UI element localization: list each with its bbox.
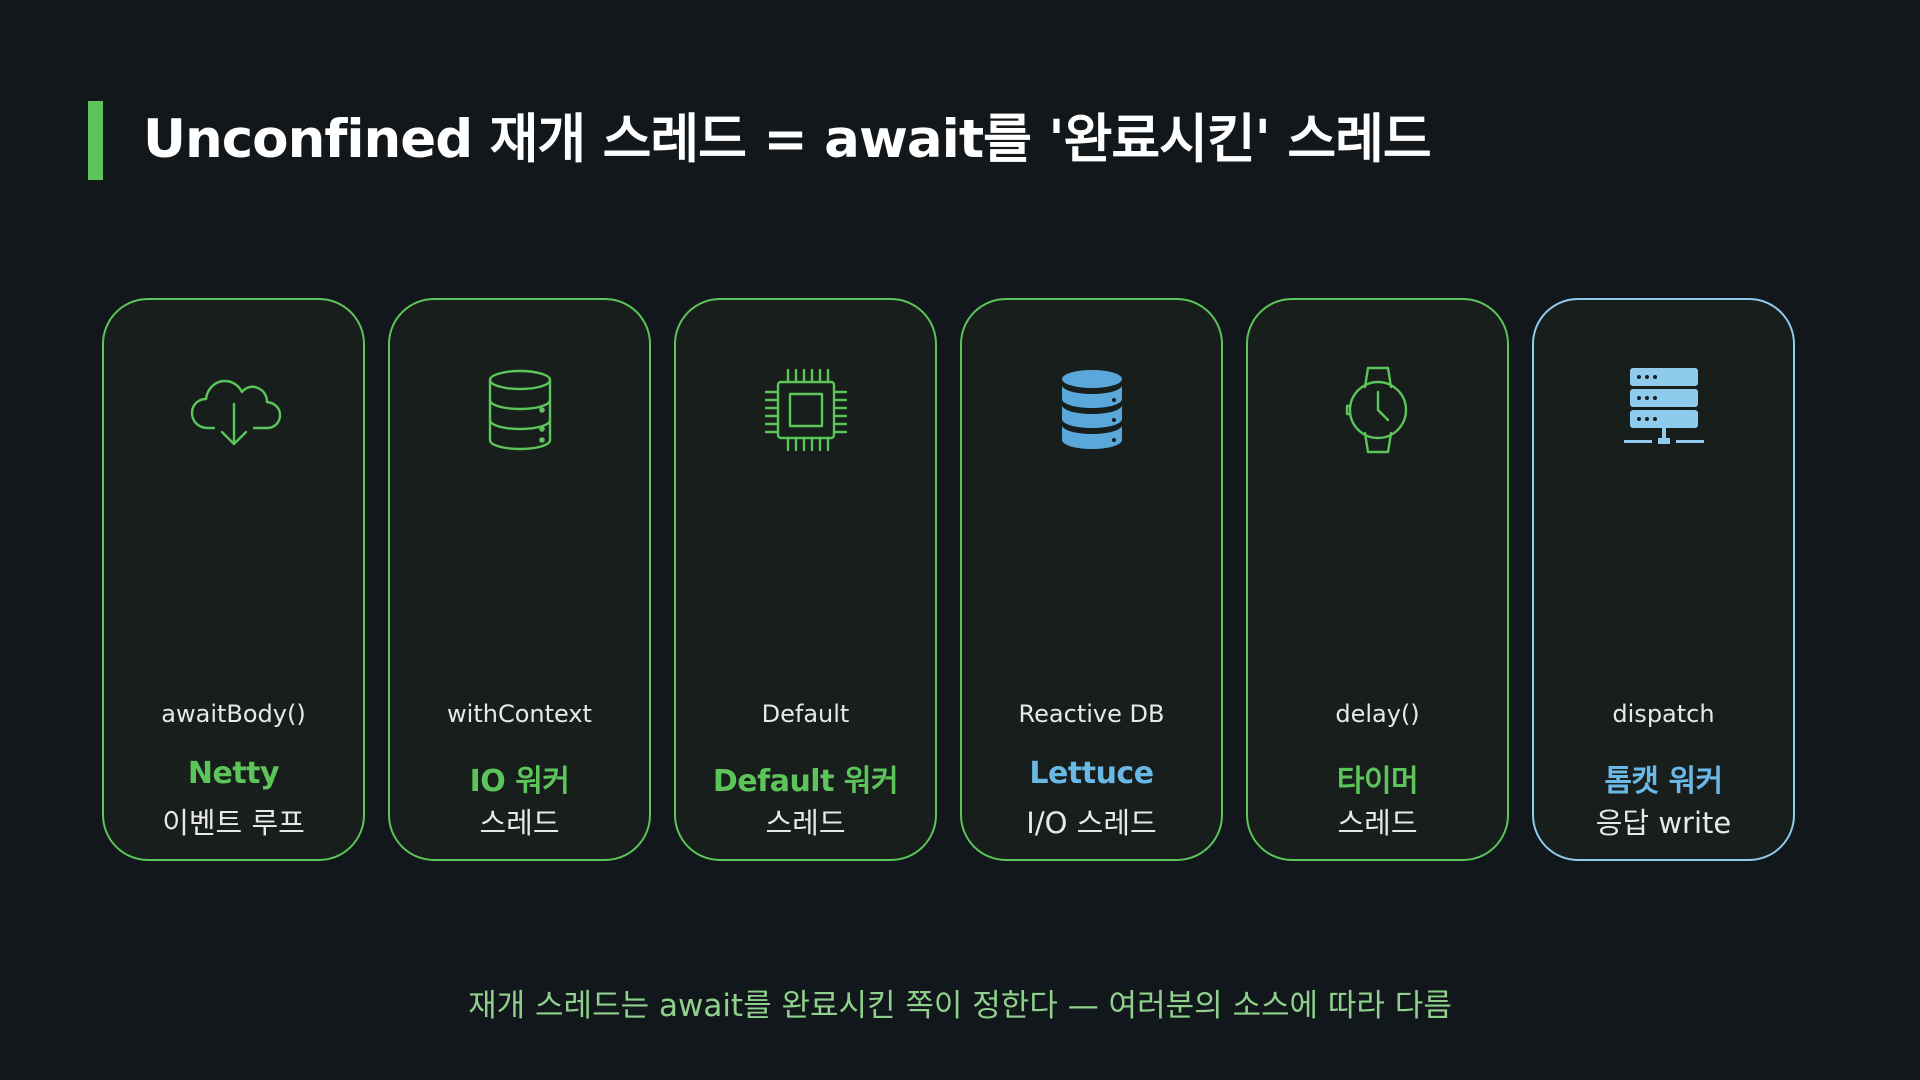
footer-note: 재개 스레드는 await를 완료시킨 쪽이 정한다 — 여러분의 소스에 따라… <box>468 988 1452 1024</box>
card-name: Lettuce <box>1029 756 1154 791</box>
card-label: Reactive DB <box>1018 700 1165 728</box>
card-sub: 스레드 <box>479 806 560 840</box>
card-label: delay() <box>1335 700 1420 728</box>
server-icon <box>1616 362 1712 458</box>
card-label: withContext <box>447 700 592 728</box>
card-name: IO 워커 <box>469 764 570 799</box>
card-name: 톰캣 워커 <box>1604 764 1723 799</box>
card-label: dispatch <box>1612 700 1715 728</box>
cpu-chip-icon <box>758 362 854 458</box>
card-default-worker: Default Default 워커 스레드 <box>674 298 937 861</box>
card-name: 타이머 <box>1336 764 1419 799</box>
card-tomcat-worker: dispatch 톰캣 워커 응답 write <box>1532 298 1795 861</box>
card-netty: awaitBody() Netty 이벤트 루프 <box>102 298 365 861</box>
database-outline-icon <box>472 362 568 458</box>
card-io-worker: withContext IO 워커 스레드 <box>388 298 651 861</box>
card-label: awaitBody() <box>161 700 306 728</box>
thread-card-row: awaitBody() Netty 이벤트 루프 withContext IO … <box>102 298 1797 861</box>
card-sub: I/O 스레드 <box>1026 806 1157 840</box>
card-sub: 이벤트 루프 <box>162 806 305 840</box>
card-name: Default 워커 <box>712 764 899 799</box>
card-sub: 스레드 <box>1337 806 1418 840</box>
cloud-download-icon <box>186 362 282 458</box>
card-sub: 응답 write <box>1595 806 1732 840</box>
watch-icon <box>1330 362 1426 458</box>
card-lettuce: Reactive DB Lettuce I/O 스레드 <box>960 298 1223 861</box>
card-sub: 스레드 <box>765 806 846 840</box>
title-accent-bar <box>88 101 103 180</box>
slide-title: Unconfined 재개 스레드 = await를 '완료시킨' 스레드 <box>143 109 1432 170</box>
card-label: Default <box>761 700 850 728</box>
card-name: Netty <box>187 756 280 791</box>
card-timer: delay() 타이머 스레드 <box>1246 298 1509 861</box>
database-filled-icon <box>1044 362 1140 458</box>
